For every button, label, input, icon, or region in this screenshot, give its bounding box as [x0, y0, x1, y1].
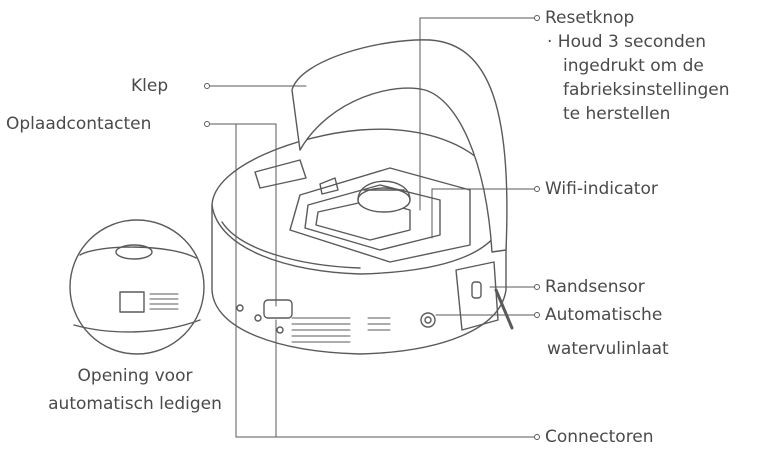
label-opening-1: Opening voor	[77, 366, 193, 386]
resetknop-note-1: · Houd 3 seconden	[547, 32, 707, 52]
label-randsensor: Randsensor	[545, 277, 645, 297]
label-watervul-1: Automatische	[545, 305, 663, 325]
leader-lines	[204, 15, 540, 440]
resetknop-note-3: fabrieksinstellingen	[563, 80, 730, 100]
label-opening-2: automatisch ledigen	[48, 394, 222, 414]
label-wifi: Wifi-indicator	[545, 179, 658, 199]
top-plate	[289, 167, 471, 263]
label-connectoren: Connectoren	[545, 427, 654, 447]
resetknop-note-2: ingedrukt om de	[563, 56, 704, 76]
zoom-inset	[69, 219, 205, 355]
edge-sensor-block	[455, 261, 514, 331]
label-watervul-2: watervulinlaat	[547, 339, 669, 359]
lid	[291, 39, 508, 253]
label-resetknop: Resetknop	[545, 8, 635, 28]
label-oplaadcontacten: Oplaadcontacten	[6, 114, 152, 134]
resetknop-note-4: te herstellen	[563, 104, 671, 124]
label-klep: Klep	[131, 76, 169, 96]
robot-body	[211, 128, 507, 355]
